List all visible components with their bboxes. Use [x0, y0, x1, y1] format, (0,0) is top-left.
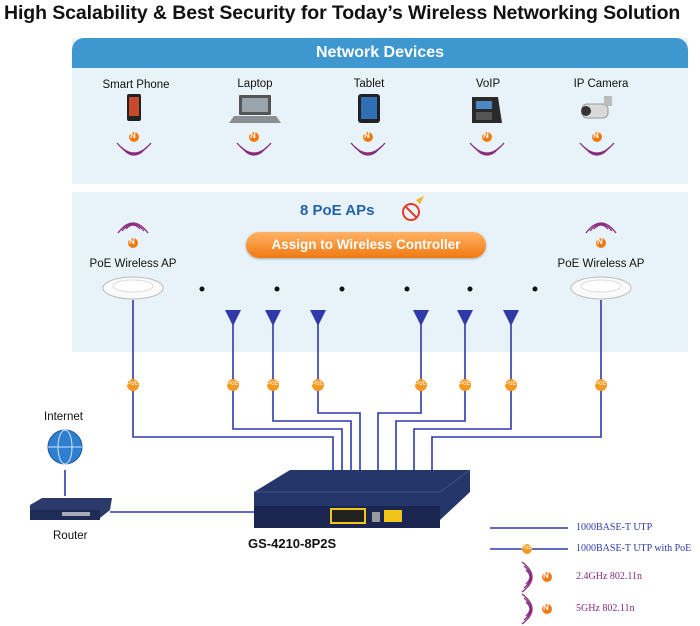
poe-ap-panel — [72, 192, 688, 352]
poe-cables — [110, 300, 602, 513]
wifi-badge: N — [543, 603, 549, 612]
voip-phone-icon — [472, 97, 502, 123]
poe-badge: PoE — [267, 381, 279, 387]
legend-utp: 1000BASE-T UTP — [576, 522, 653, 533]
wifi-badge: N — [593, 131, 599, 140]
page-title: High Scalability & Best Security for Tod… — [4, 2, 681, 24]
poe-badge: PoE — [595, 381, 607, 387]
wifi-badge: N — [597, 237, 603, 246]
network-devices-header: Network Devices — [72, 38, 688, 68]
device-label-ip-camera: IP Camera — [573, 78, 629, 90]
laptop-icon — [229, 95, 281, 123]
assign-to-wireless-controller-button[interactable]: Assign to Wireless Controller — [246, 232, 486, 258]
poe-wireless-ap-right — [570, 276, 632, 300]
switch-icon — [254, 469, 471, 528]
device-label-smart-phone: Smart Phone — [102, 79, 170, 91]
device-label-tablet: Tablet — [353, 78, 385, 90]
internet-label: Internet — [44, 411, 83, 423]
legend-utp-poe: 1000BASE-T UTP with PoE — [576, 543, 692, 554]
wifi-badge: N — [250, 131, 256, 140]
router-icon — [30, 498, 112, 520]
ip-camera-icon — [581, 96, 612, 119]
internet-globe-icon — [47, 429, 83, 496]
poe-badge: PoE — [127, 381, 139, 387]
poe-wireless-ap-left — [102, 276, 164, 300]
wifi-badge: N — [483, 131, 489, 140]
poe-badge: PoE — [312, 381, 324, 387]
wifi-badge: N — [364, 131, 370, 140]
wifi-badge: N — [130, 131, 136, 140]
ap-label-right: PoE Wireless AP — [557, 258, 645, 270]
ap-label-left: PoE Wireless AP — [89, 258, 177, 270]
wifi-badge: N — [543, 571, 549, 580]
security-icon — [402, 196, 424, 221]
wifi-badge: N — [129, 237, 135, 246]
legend-2-4ghz: 2.4GHz 802.11n — [576, 571, 643, 582]
device-label-laptop: Laptop — [237, 78, 273, 90]
device-label-voip: VoIP — [475, 78, 501, 90]
smartphone-icon — [127, 94, 141, 121]
poe-badge: PoE — [521, 545, 533, 551]
poe-ap-count: 8 PoE APs — [300, 202, 375, 219]
poe-badge: PoE — [505, 381, 517, 387]
poe-badge: PoE — [415, 381, 427, 387]
ap-placeholder-dots — [199, 286, 538, 292]
legend-5ghz: 5GHz 802.11n — [576, 603, 635, 614]
tablet-icon — [358, 94, 380, 123]
legend-graphics — [490, 527, 568, 625]
poe-markers — [127, 379, 607, 391]
poe-badge: PoE — [227, 381, 239, 387]
switch-model-label: GS-4210-8P2S — [248, 536, 337, 551]
router-label: Router — [53, 530, 88, 542]
poe-badge: PoE — [459, 381, 471, 387]
